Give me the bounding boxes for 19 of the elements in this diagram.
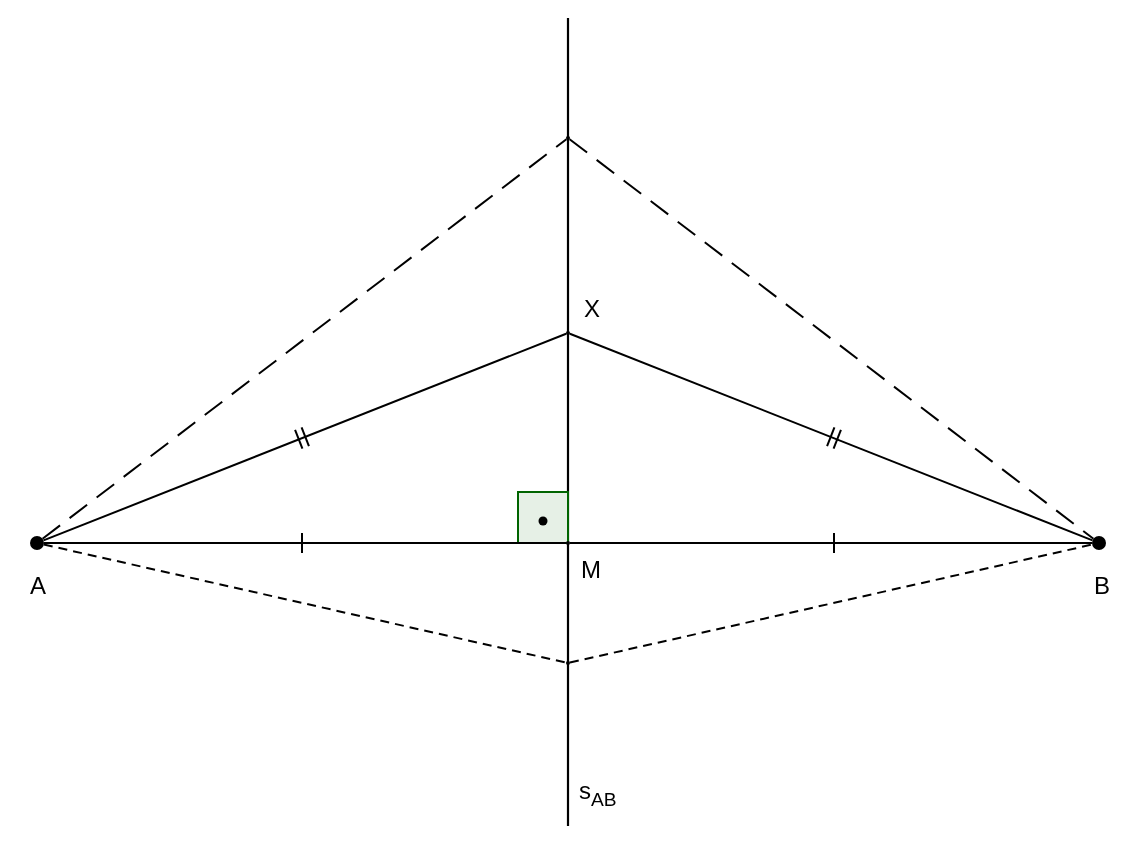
line-segment [569, 542, 1093, 544]
line-segment [568, 332, 1094, 542]
dashed-line [568, 543, 1094, 664]
line-label: s$_{AB}$ [579, 779, 617, 809]
line-segment [43, 542, 567, 544]
vertex-point [566, 136, 570, 140]
point-dot [30, 536, 44, 550]
dashed-line [568, 138, 1095, 540]
vertex-point [566, 541, 570, 545]
line-segment [42, 332, 568, 542]
dashed-line [41, 138, 568, 540]
vertex-point [566, 661, 570, 665]
dashed-line [42, 543, 568, 664]
vertex-point [566, 331, 570, 335]
point-label: M [581, 558, 601, 582]
point-label: B [1094, 574, 1110, 598]
point-label: A [30, 574, 46, 598]
point-dot [1092, 536, 1106, 550]
point-label: X [584, 297, 600, 321]
